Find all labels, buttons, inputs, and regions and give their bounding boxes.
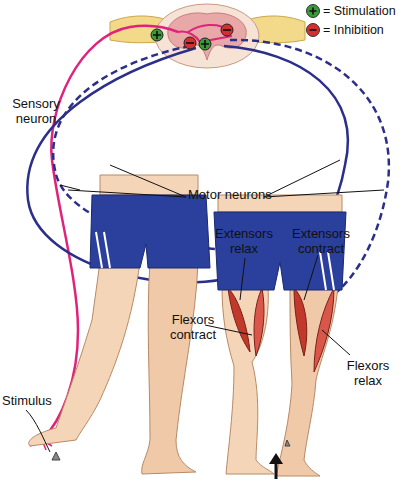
leader-line bbox=[322, 330, 350, 355]
legend-row: = Inhibition bbox=[306, 23, 384, 37]
legend-swatch bbox=[306, 4, 320, 18]
leader-line bbox=[26, 410, 50, 452]
legend-text: = Stimulation bbox=[323, 4, 396, 18]
lifted-leg bbox=[29, 262, 140, 446]
extensor-muscle bbox=[228, 288, 250, 352]
leg bbox=[276, 286, 338, 476]
plus-glyph bbox=[310, 8, 317, 15]
part-label: Flexors contract bbox=[160, 312, 226, 342]
legend-row: = Stimulation bbox=[306, 4, 396, 18]
push-arrow bbox=[275, 462, 278, 479]
minus-glyph bbox=[186, 42, 194, 44]
stimulation-sign bbox=[151, 29, 163, 41]
shorts-stripe bbox=[320, 252, 334, 290]
leader-line bbox=[304, 255, 318, 300]
part-label: Flexors relax bbox=[338, 358, 398, 388]
legend-text: = Inhibition bbox=[323, 23, 384, 37]
plus-glyph bbox=[201, 40, 209, 48]
stimulation-sign bbox=[199, 38, 211, 50]
minus-glyph bbox=[223, 29, 231, 31]
flexor-muscle bbox=[314, 288, 334, 372]
torso bbox=[100, 175, 198, 195]
part-label: Extensors relax bbox=[208, 226, 280, 256]
leader-line bbox=[60, 185, 80, 190]
part-label: Stimulus bbox=[2, 393, 52, 408]
tack bbox=[285, 440, 290, 446]
inhibition-sign bbox=[221, 24, 233, 36]
leader-line bbox=[240, 258, 245, 300]
plus-glyph bbox=[153, 31, 161, 39]
push-arrowhead bbox=[269, 453, 283, 464]
spinal-cord bbox=[155, 4, 259, 68]
synapse-sign bbox=[151, 24, 233, 50]
shorts-stripe bbox=[96, 232, 110, 268]
part-label: Extensors contract bbox=[282, 226, 360, 256]
part-label: Motor neurons bbox=[188, 187, 272, 202]
legend-swatch bbox=[306, 23, 320, 37]
sign-glyph bbox=[307, 5, 319, 17]
flexor-muscle bbox=[254, 288, 264, 356]
leg bbox=[222, 286, 274, 474]
part-label: Sensory neuron bbox=[4, 96, 68, 126]
standing-leg bbox=[142, 262, 198, 474]
shorts bbox=[90, 195, 210, 268]
minus-glyph bbox=[310, 29, 317, 31]
inhibition-sign bbox=[184, 37, 196, 49]
tack bbox=[52, 452, 60, 460]
sign-glyph bbox=[307, 24, 319, 36]
